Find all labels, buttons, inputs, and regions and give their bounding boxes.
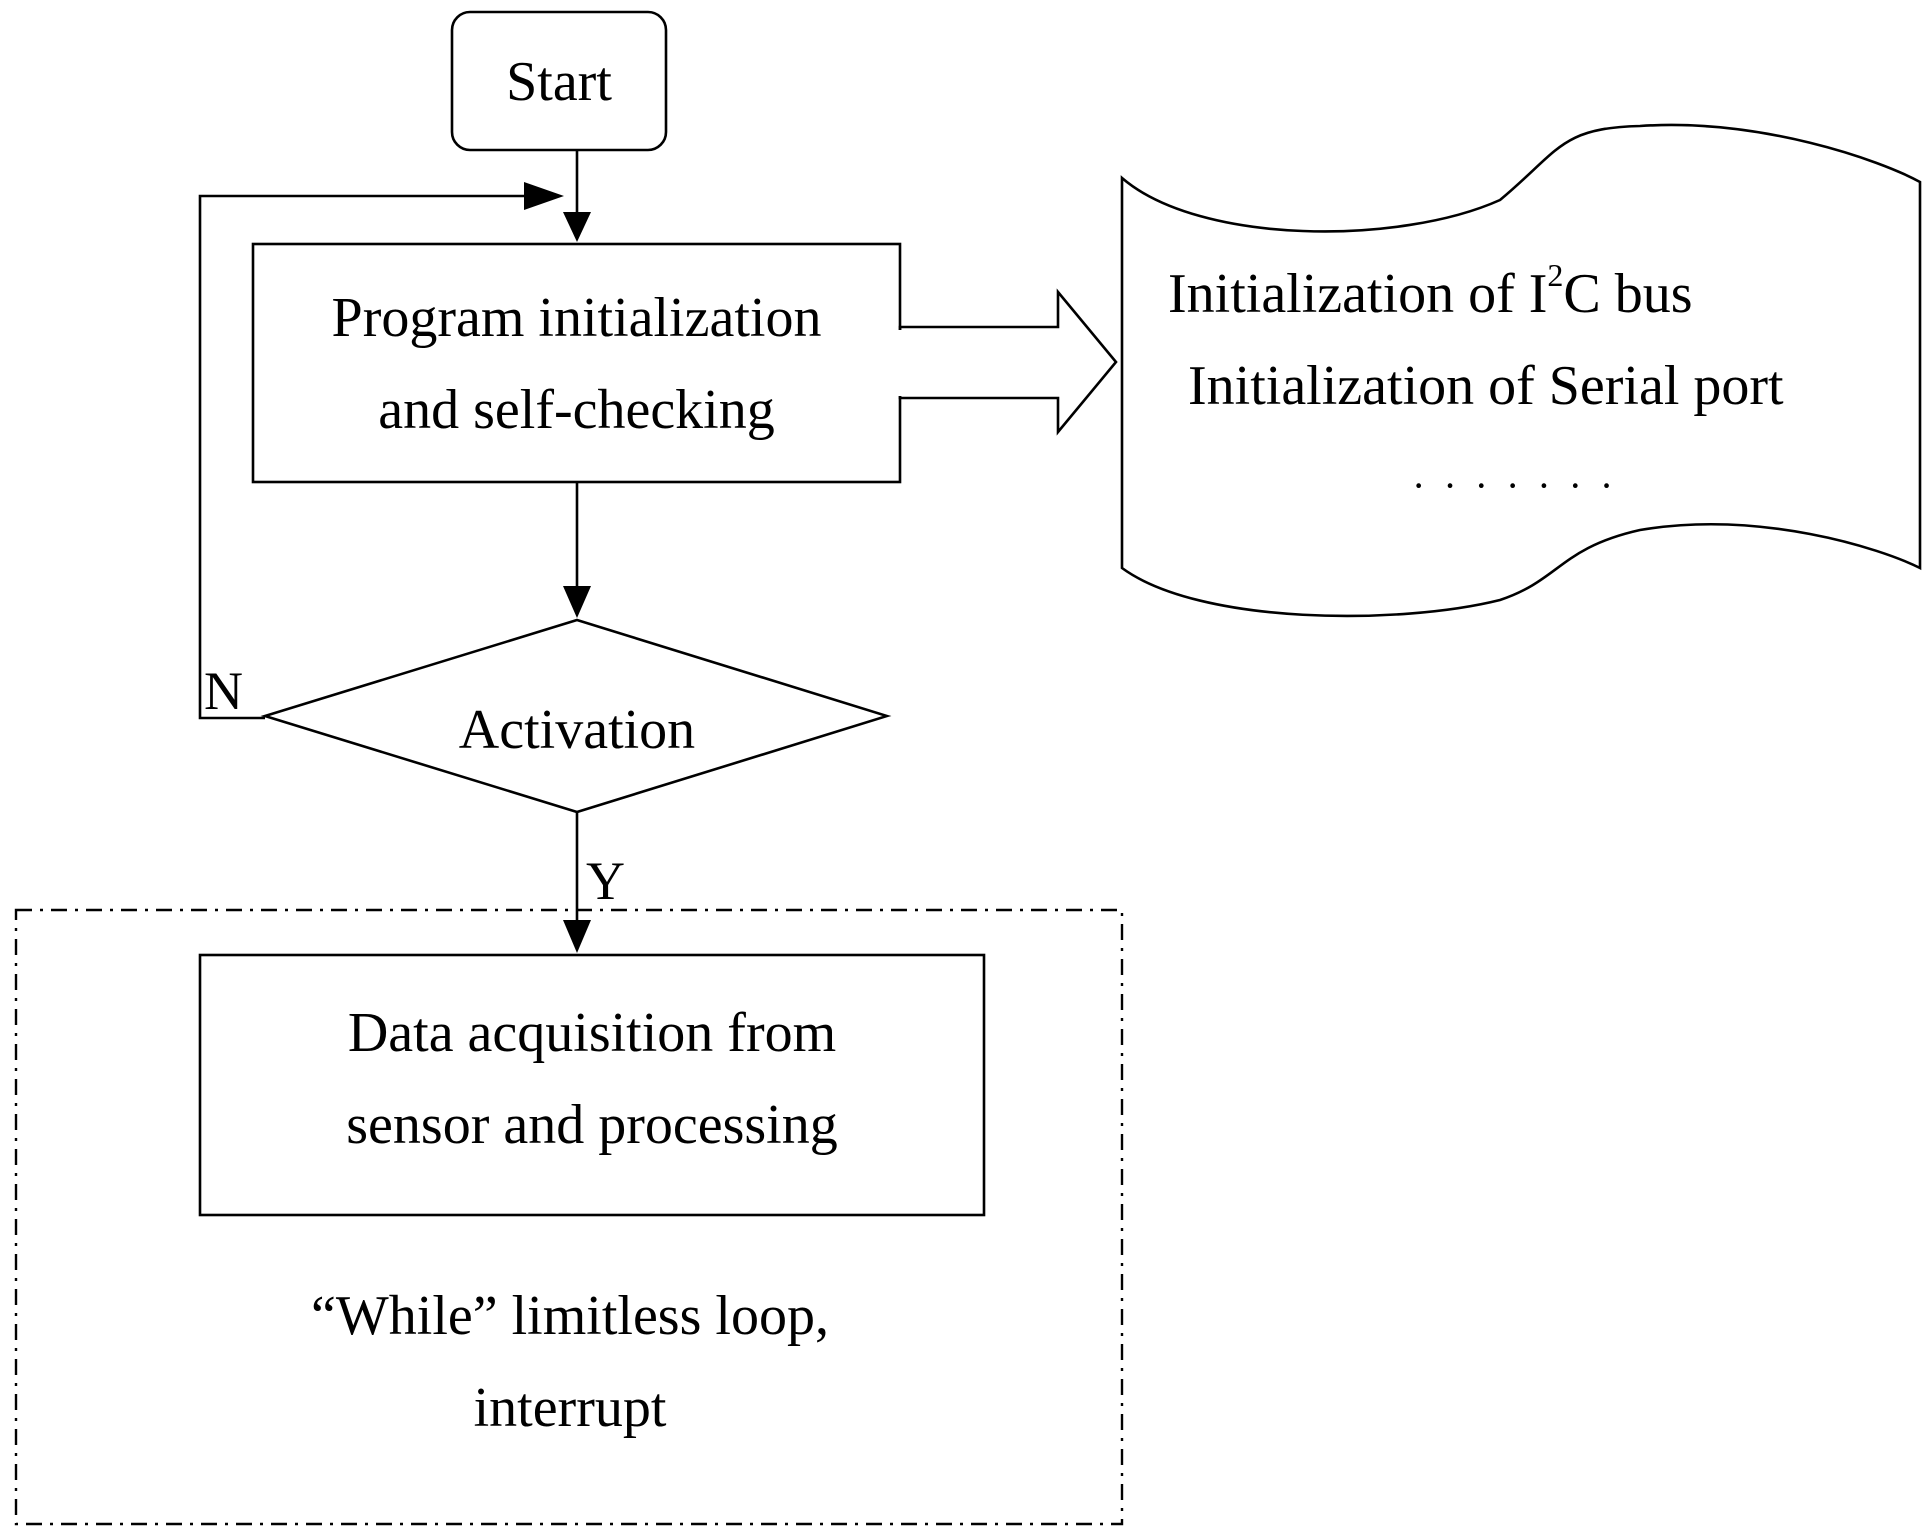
- arrowhead-no-loop: [524, 182, 564, 210]
- init-document-shape: [1120, 123, 1922, 618]
- i2c-superscript: 2: [1547, 257, 1564, 293]
- decision-label: Activation: [265, 684, 889, 776]
- loop-group-border: [14, 908, 1124, 1526]
- arrowhead-into-decision: [563, 586, 591, 618]
- i2c-prefix-text: Initialization of I: [1168, 263, 1548, 325]
- no-label-text: N: [204, 661, 243, 721]
- init-document-ellipsis: · · · · · · ·: [1412, 462, 1617, 509]
- loop-group-line-2: interrupt: [473, 1377, 667, 1439]
- init-document-line-2: Initialization of Serial port: [1188, 354, 1784, 418]
- acquisition-line-1: Data acquisition from: [347, 1002, 837, 1064]
- start-label: Start: [452, 42, 666, 122]
- acquisition-line-2: sensor and processing: [346, 1094, 838, 1156]
- serial-port-text: Initialization of Serial port: [1188, 355, 1784, 417]
- block-arrow-to-document: [898, 288, 1118, 436]
- decision-no-label: N: [204, 660, 243, 722]
- yes-label-text: Y: [586, 851, 625, 911]
- init-document-line-1: Initialization of I2C bus: [1168, 259, 1693, 326]
- acquisition-label: Data acquisition from sensor and process…: [200, 987, 984, 1171]
- ellipsis-text: · · · · · · ·: [1412, 463, 1618, 508]
- start-label-text: Start: [506, 51, 612, 113]
- connector-no-loop-back: [198, 194, 530, 720]
- start-terminator-shape: [450, 10, 668, 152]
- init-process-label: Program initialization and self-checking: [253, 272, 900, 456]
- init-process-line-1: Program initialization: [331, 287, 822, 349]
- init-process-shape: [251, 242, 902, 484]
- arrowhead-into-init: [563, 212, 591, 242]
- acquisition-process-shape: [198, 953, 986, 1217]
- arrowhead-into-acquisition: [563, 920, 591, 953]
- i2c-suffix-text: C bus: [1563, 263, 1693, 325]
- decision-label-text: Activation: [458, 699, 696, 761]
- init-process-line-2: and self-checking: [378, 379, 775, 441]
- loop-group-label: “While” limitless loop, interrupt: [190, 1270, 950, 1454]
- decision-yes-label: Y: [586, 850, 625, 912]
- block-arrow-mask: [895, 330, 905, 396]
- loop-group-line-1: “While” limitless loop,: [311, 1285, 829, 1347]
